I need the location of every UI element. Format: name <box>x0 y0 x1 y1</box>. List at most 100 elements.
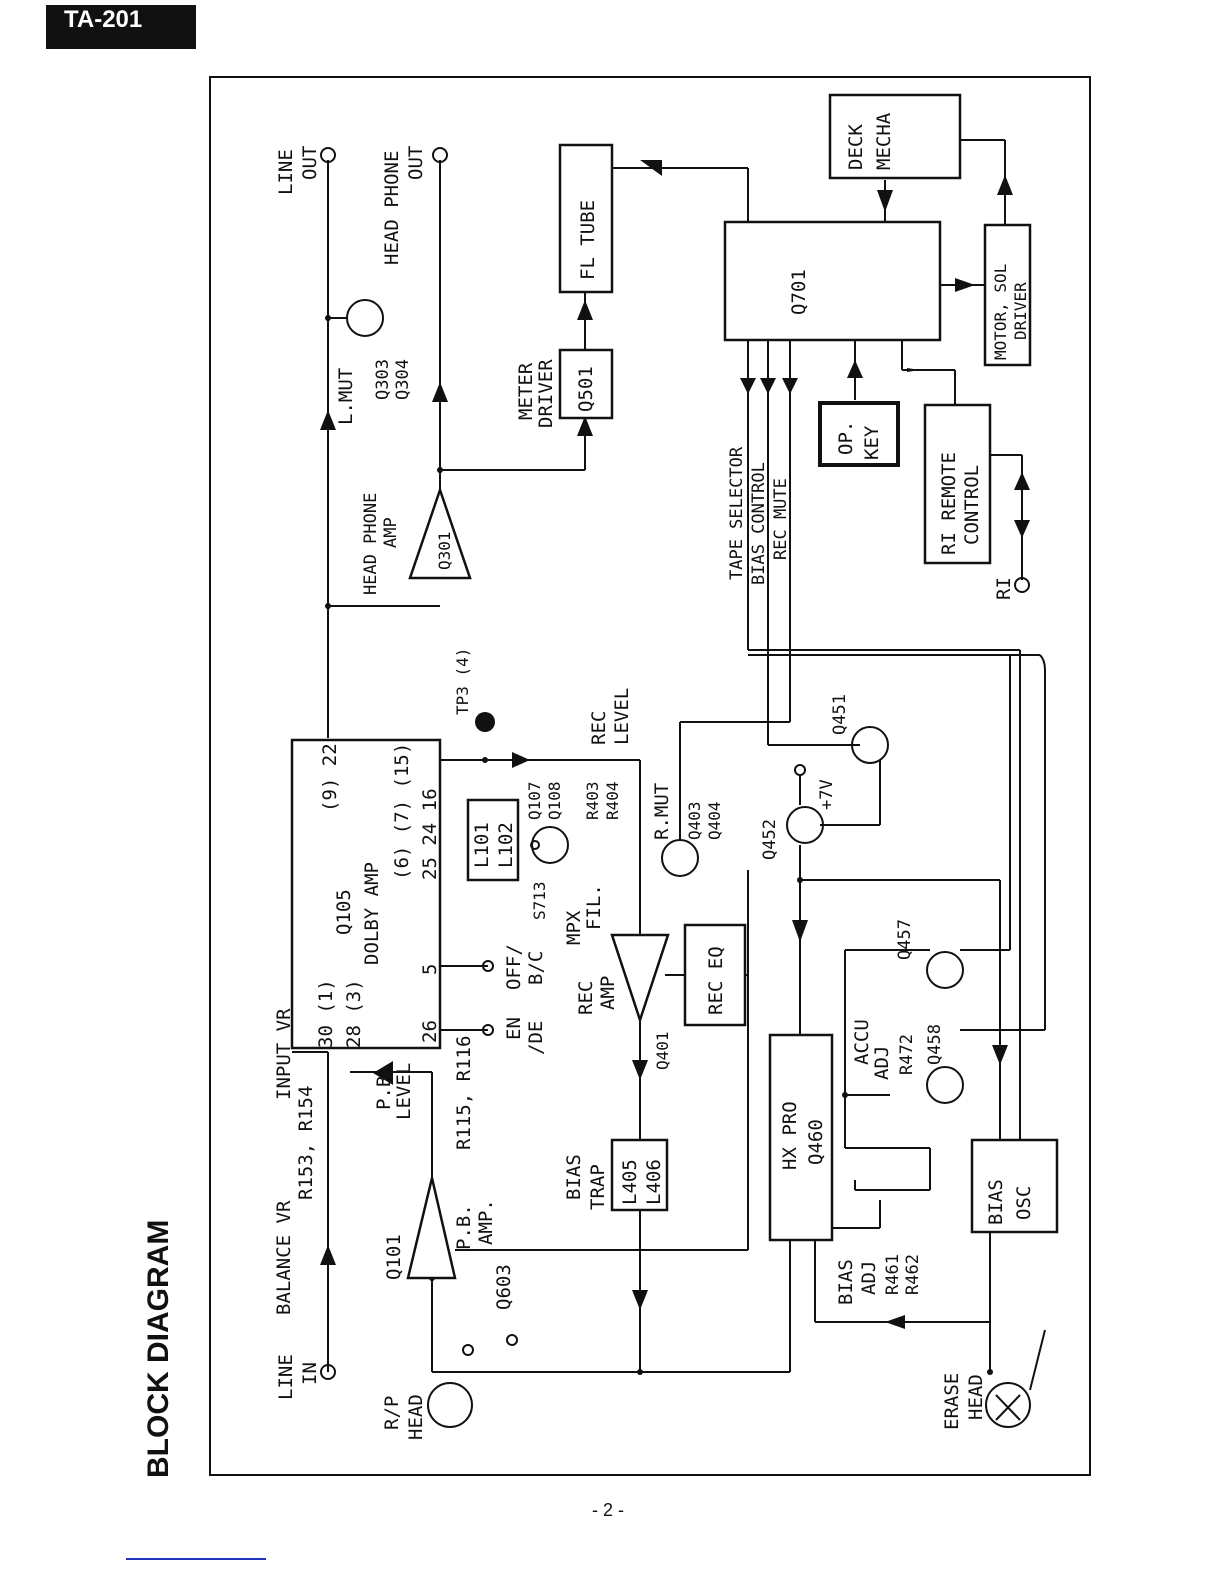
page-number: - 2 - <box>592 1500 625 1520</box>
q401-label: Q401 <box>653 1031 672 1070</box>
wiring <box>292 139 1046 1373</box>
meter-label-2: DRIVER <box>535 359 557 428</box>
r461-label: R461 <box>883 1254 903 1295</box>
q105-pin-group-2: 25 24 16 <box>419 788 441 880</box>
q451-label: Q451 <box>830 694 850 735</box>
motor-label-2: DRIVER <box>1011 282 1030 340</box>
l405-label: L405 <box>619 1159 641 1205</box>
mpx-label-2: FIL. <box>583 884 605 930</box>
q458-label: Q458 <box>925 1024 945 1065</box>
ri-remote-label-1: RI REMOTE <box>938 452 960 555</box>
erase-head-label-1: ERASE <box>941 1373 963 1430</box>
rec-mute-label: REC MUTE <box>771 478 791 560</box>
footer-rule <box>126 1558 266 1560</box>
accu-label-1: ACCU <box>851 1019 873 1065</box>
hp-amp-label-1: HEAD PHONE <box>361 493 381 595</box>
q501-label: Q501 <box>575 366 597 412</box>
mpx-label-1: MPX <box>563 910 585 945</box>
q105-pin-5: 5 <box>419 964 441 975</box>
q107-label: Q107 <box>525 781 544 820</box>
q105-pin-26: 26 <box>419 1020 441 1043</box>
hp-amp-label-2: AMP <box>381 517 401 548</box>
erase-head-label-2: HEAD <box>965 1374 987 1420</box>
op-key-label-2: KEY <box>861 425 883 460</box>
meter-label-1: METER <box>515 362 537 420</box>
q301-amp-symbol <box>408 486 472 580</box>
model-badge: TA-201 <box>46 5 196 49</box>
ri-remote-label-2: CONTROL <box>961 465 983 545</box>
tape-selector-label: TAPE SELECTOR <box>727 446 747 580</box>
q105-pin-30: 30 (1) <box>315 979 337 1048</box>
r153-label: R153, R154 <box>295 1086 317 1200</box>
q401-amp-symbol <box>610 933 670 1024</box>
q303-label: Q303 <box>373 359 393 400</box>
balance-vr-label: BALANCE VR <box>273 1200 295 1315</box>
rp-head-label-2: HEAD <box>405 1394 427 1440</box>
input-vr-label: INPUT VR <box>273 1008 295 1100</box>
line-in-label-1: LINE <box>275 1354 297 1400</box>
q603-label: Q603 <box>493 1264 515 1310</box>
bias-osc-label-1: BIAS <box>985 1179 1007 1225</box>
rec-eq-block <box>683 923 747 1027</box>
q404-label: Q404 <box>705 801 724 840</box>
fl-tube-block <box>558 143 614 294</box>
rec-eq-label: REC EQ <box>705 946 727 1015</box>
l-mut-label: L.MUT <box>335 368 357 425</box>
motor-label-1: MOTOR, SOL <box>991 264 1010 360</box>
q701-label: Q701 <box>788 269 810 315</box>
deck-mecha-label-2: MECHA <box>873 112 895 170</box>
rp-head-label-1: R/P <box>381 1396 403 1430</box>
en-de-label-2: /DE <box>525 1021 547 1055</box>
q301-label: Q301 <box>435 531 454 570</box>
fl-tube-label: FL TUBE <box>577 200 599 280</box>
r403-label: R403 <box>583 781 602 820</box>
r-mut-label: R.MUT <box>651 783 673 840</box>
r472-label: R472 <box>897 1034 917 1075</box>
line-in-label-2: IN <box>299 1362 321 1385</box>
r462-label: R462 <box>903 1254 923 1295</box>
pb-amp-label-1: P.B. <box>453 1204 475 1250</box>
bias-control-label: BIAS CONTROL <box>749 462 769 585</box>
bias-trap-label-2: TRAP <box>587 1164 609 1210</box>
l101-block <box>466 798 520 882</box>
bias-osc-label-2: OSC <box>1013 1186 1035 1220</box>
ri-label: RI <box>993 577 1015 600</box>
l101-label: L101 <box>471 822 493 868</box>
jacks <box>320 147 1030 1380</box>
q457-label: Q457 <box>895 919 915 960</box>
diagram-frame <box>209 76 1091 1476</box>
bias-osc-block <box>970 1138 1059 1234</box>
rec-amp-label-1: REC <box>575 981 597 1015</box>
q101-amp-symbol <box>406 1177 457 1280</box>
hp-out-label-1: HEAD PHONE <box>381 151 403 265</box>
hx-pro-label-1: HX PRO <box>779 1101 801 1170</box>
q108-label: Q108 <box>545 781 564 820</box>
pb-amp-label-2: AMP. <box>475 1199 497 1245</box>
signal-arrows <box>320 160 1030 1329</box>
bias-trap-label-1: BIAS <box>563 1154 585 1200</box>
deck-mecha-block <box>828 93 962 180</box>
q105-pin-group: (6) (7) (15) <box>391 743 413 880</box>
deck-mecha-label-1: DECK <box>845 124 867 170</box>
bias-trap-block <box>610 1138 669 1212</box>
q105-pin-22: (9) 22 <box>319 743 341 812</box>
hx-pro-block <box>768 1033 834 1242</box>
off-bc-label-1: OFF/ <box>503 944 525 990</box>
pb-level-label-2: LEVEL <box>393 1063 415 1120</box>
q105-label: Q105 <box>333 889 355 935</box>
q501-block <box>558 348 614 420</box>
rec-level-label-2: LEVEL <box>611 688 633 745</box>
q701-block <box>723 220 942 342</box>
s713-label: S713 <box>530 881 549 920</box>
plus7v-label: +7V <box>817 779 837 810</box>
accu-label-2: ADJ <box>871 1046 893 1080</box>
r115-label: R115, R116 <box>453 1036 475 1150</box>
op-key-block <box>818 401 900 467</box>
r404-label: R404 <box>603 781 622 820</box>
l102-label: L102 <box>495 822 517 868</box>
op-key-label-1: OP. <box>835 421 857 455</box>
pb-level-label-1: P.B. <box>373 1064 395 1110</box>
hx-pro-label-2: Q460 <box>805 1119 827 1165</box>
q105-desc: DOLBY AMP <box>361 862 383 965</box>
